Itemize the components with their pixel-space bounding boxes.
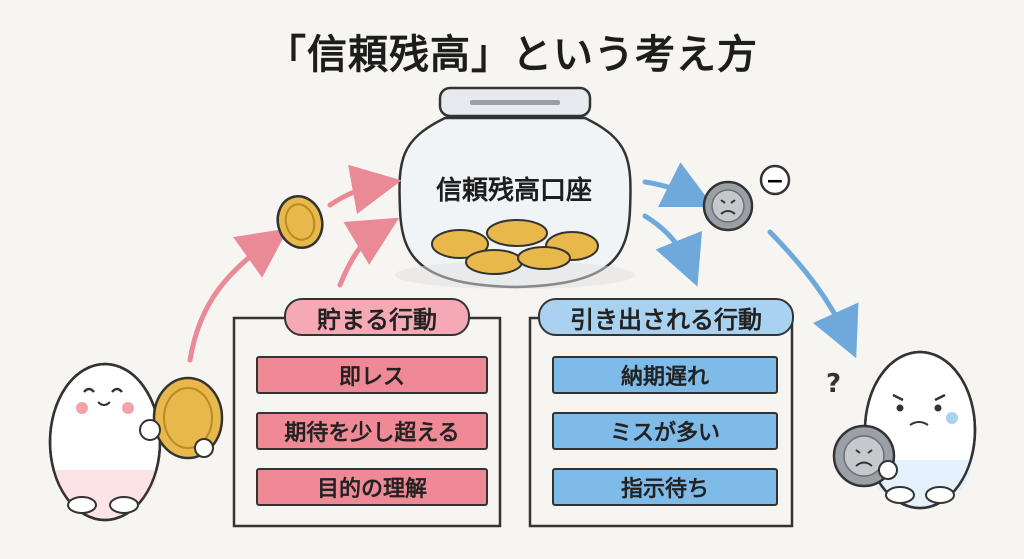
- jar-label: 信頼残高口座: [435, 176, 592, 206]
- jar-coins: [431, 219, 599, 275]
- happy-character: [48, 362, 162, 522]
- deposit-heading: 貯まる行動: [284, 298, 470, 336]
- deposit-item-quick-reply: 即レス: [256, 356, 488, 394]
- withdraw-item-many-mistakes: ミスが多い: [552, 412, 778, 450]
- floating-gold-coin: [276, 194, 324, 250]
- deposit-item-understand-purpose: 目的の理解: [256, 468, 488, 506]
- sad-gray-coin: [702, 180, 754, 232]
- svg-text:−: −: [766, 169, 784, 194]
- withdraw-arrows: [642, 162, 859, 359]
- sad-character: [863, 350, 977, 510]
- minus-icon: −: [759, 164, 791, 196]
- held-gold-coin: [139, 376, 224, 460]
- held-sad-coin: [832, 424, 898, 488]
- withdraw-item-waiting-instructions: 指示待ち: [552, 468, 778, 506]
- diagram-title: 「信頼残高」という考え方: [266, 32, 758, 78]
- withdraw-item-late-delivery: 納期遅れ: [552, 356, 778, 394]
- deposit-arrows: [187, 164, 402, 363]
- question-mark-icon: ?: [826, 369, 841, 399]
- deposit-item-exceed-expectations: 期待を少し超える: [256, 412, 488, 450]
- withdraw-heading: 引き出される行動: [538, 298, 794, 336]
- svg-text:?: ?: [826, 369, 841, 399]
